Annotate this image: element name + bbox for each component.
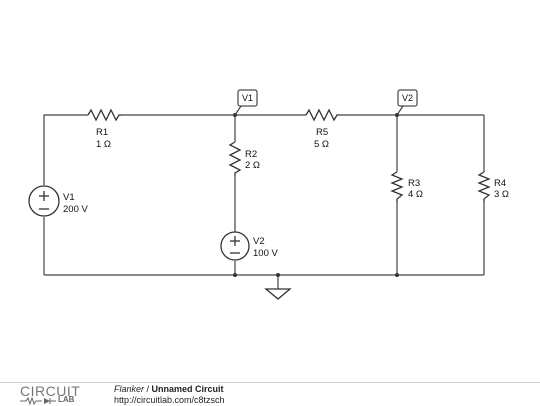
v2-value: 100 V <box>253 248 278 259</box>
author-link[interactable]: Flanker <box>114 384 145 394</box>
circuit-title: Unnamed Circuit <box>151 384 224 394</box>
voltage-probe-v2[interactable]: V2 <box>396 89 418 116</box>
probe-v1-label: V1 <box>242 93 253 103</box>
v2-name: V2 <box>253 236 265 247</box>
resistor-r4[interactable]: R4 3 Ω <box>477 171 509 202</box>
footer-bar: CIRCUIT LAB Flanker / Unnamed Circuit ht… <box>0 382 540 406</box>
r3-name: R3 <box>408 178 420 189</box>
v1-value: 200 V <box>63 204 88 215</box>
resistor-r5[interactable]: R5 5 Ω <box>305 108 340 150</box>
ground-icon <box>264 288 292 300</box>
r4-name: R4 <box>494 178 506 189</box>
r4-value: 3 Ω <box>494 189 509 200</box>
circuit-url[interactable]: http://circuitlab.com/c8tzsch <box>114 395 225 405</box>
probe-v2-label: V2 <box>402 93 413 103</box>
circuitlab-logo[interactable]: CIRCUIT LAB <box>20 383 94 405</box>
v1-name: V1 <box>63 192 75 203</box>
r3-value: 4 Ω <box>408 189 423 200</box>
circuit-meta: Flanker / Unnamed Circuit http://circuit… <box>114 384 225 406</box>
resistor-r2[interactable]: R2 2 Ω <box>228 141 260 176</box>
r2-name: R2 <box>245 149 257 160</box>
logo-waveform-icon <box>20 396 56 405</box>
logo-text-bottom: LAB <box>58 395 75 404</box>
r1-value: 1 Ω <box>96 139 111 150</box>
r2-value: 2 Ω <box>245 160 260 171</box>
r5-value: 5 Ω <box>314 139 329 150</box>
wires <box>43 114 485 289</box>
schematic: R1 1 Ω R5 5 Ω R2 2 Ω R3 4 Ω R4 3 Ω V1 20… <box>28 89 509 300</box>
r5-name: R5 <box>316 127 328 138</box>
resistor-r3[interactable]: R3 4 Ω <box>390 171 423 202</box>
r1-name: R1 <box>96 127 108 138</box>
voltage-probe-v1[interactable]: V1 <box>234 89 258 116</box>
resistor-r1[interactable]: R1 1 Ω <box>87 108 122 150</box>
logo-text-top: CIRCUIT <box>20 383 81 399</box>
voltage-source-v2[interactable]: V2 100 V <box>220 231 278 261</box>
title-separator: / <box>144 384 152 394</box>
voltage-source-v1[interactable]: V1 200 V <box>28 185 88 217</box>
